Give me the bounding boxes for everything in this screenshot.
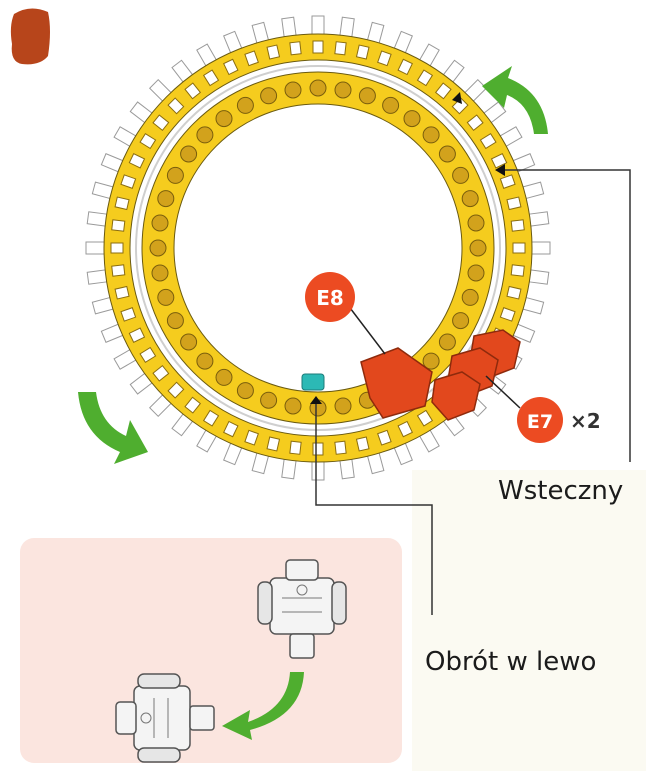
outer-ring-hole [335, 441, 346, 454]
inner-ring-stud [468, 265, 484, 281]
outer-ring-hole [267, 45, 279, 59]
outer-ring-hole [513, 243, 525, 253]
inner-ring-stud [285, 82, 301, 98]
inner-ring-stud [470, 240, 486, 256]
inner-ring-stud [468, 215, 484, 231]
gear-tooth [86, 242, 106, 254]
outer-ring-hole [357, 45, 369, 59]
inner-ring-stud [462, 191, 478, 207]
curved-arrow-icon [78, 392, 148, 464]
inner-ring-stud [237, 383, 253, 399]
e7-leader-line [486, 376, 520, 408]
inner-ring-stud [216, 369, 232, 385]
outer-ring-hole [313, 41, 323, 53]
inner-ring-stud [359, 88, 375, 104]
outer-ring-hole [507, 197, 521, 209]
inner-ring-stud [197, 127, 213, 143]
inner-ring-stud [439, 334, 455, 350]
inner-ring-stud [181, 334, 197, 350]
inner-ring-stud [152, 215, 168, 231]
inner-ring-stud [383, 97, 399, 113]
inner-ring-stud [216, 111, 232, 127]
teal-connector [302, 374, 324, 390]
turn-left-label: Obrót w lewo [425, 647, 596, 677]
gear-tooth [312, 460, 324, 480]
turntable-gear [86, 16, 550, 480]
outer-ring-hole [111, 243, 123, 253]
outer-ring-hole [112, 265, 125, 276]
outer-ring-hole [290, 42, 301, 55]
inner-ring-stud [453, 313, 469, 329]
inner-ring-stud [335, 82, 351, 98]
e7-count: ×2 [570, 409, 601, 433]
inner-ring-studs [150, 80, 486, 416]
outer-ring-hole [335, 42, 346, 55]
gear-tooth [312, 16, 324, 36]
outer-ring-hole [511, 265, 524, 276]
background-shade [412, 470, 646, 771]
e8-label: E8 [316, 286, 344, 310]
inner-ring-stud [453, 167, 469, 183]
outer-ring-hole [112, 220, 125, 231]
inner-ring-stud [158, 191, 174, 207]
inner-ring-stud [167, 313, 183, 329]
outer-ring-hole [507, 287, 521, 299]
inner-ring-stud [237, 97, 253, 113]
outer-ring-hole [267, 437, 279, 451]
e7-label: E7 [527, 411, 553, 433]
inner-ring-stud [261, 392, 277, 408]
inner-ring-stud [310, 80, 326, 96]
outer-ring-hole [115, 197, 129, 209]
reverse-label: Wsteczny [498, 476, 623, 506]
inner-ring-stud [158, 289, 174, 305]
outer-ring-hole [357, 437, 369, 451]
outer-ring-hole [115, 287, 129, 299]
brand-square-icon [11, 8, 50, 64]
inner-ring-stud [285, 398, 301, 414]
gear-tooth [530, 242, 550, 254]
inner-ring-stud [197, 353, 213, 369]
inner-ring-stud [261, 88, 277, 104]
inner-ring-stud [462, 289, 478, 305]
inner-ring-inner-edge [174, 104, 462, 392]
inner-ring-stud [152, 265, 168, 281]
inner-ring-stud [423, 127, 439, 143]
inner-ring-stud [404, 111, 420, 127]
inner-ring-stud [150, 240, 166, 256]
inner-ring-stud [439, 146, 455, 162]
outer-ring-hole [290, 441, 301, 454]
inner-ring-stud [181, 146, 197, 162]
inner-ring-stud [335, 398, 351, 414]
outer-ring-hole [511, 220, 524, 231]
inner-ring-stud [167, 167, 183, 183]
outer-ring-hole [313, 443, 323, 455]
